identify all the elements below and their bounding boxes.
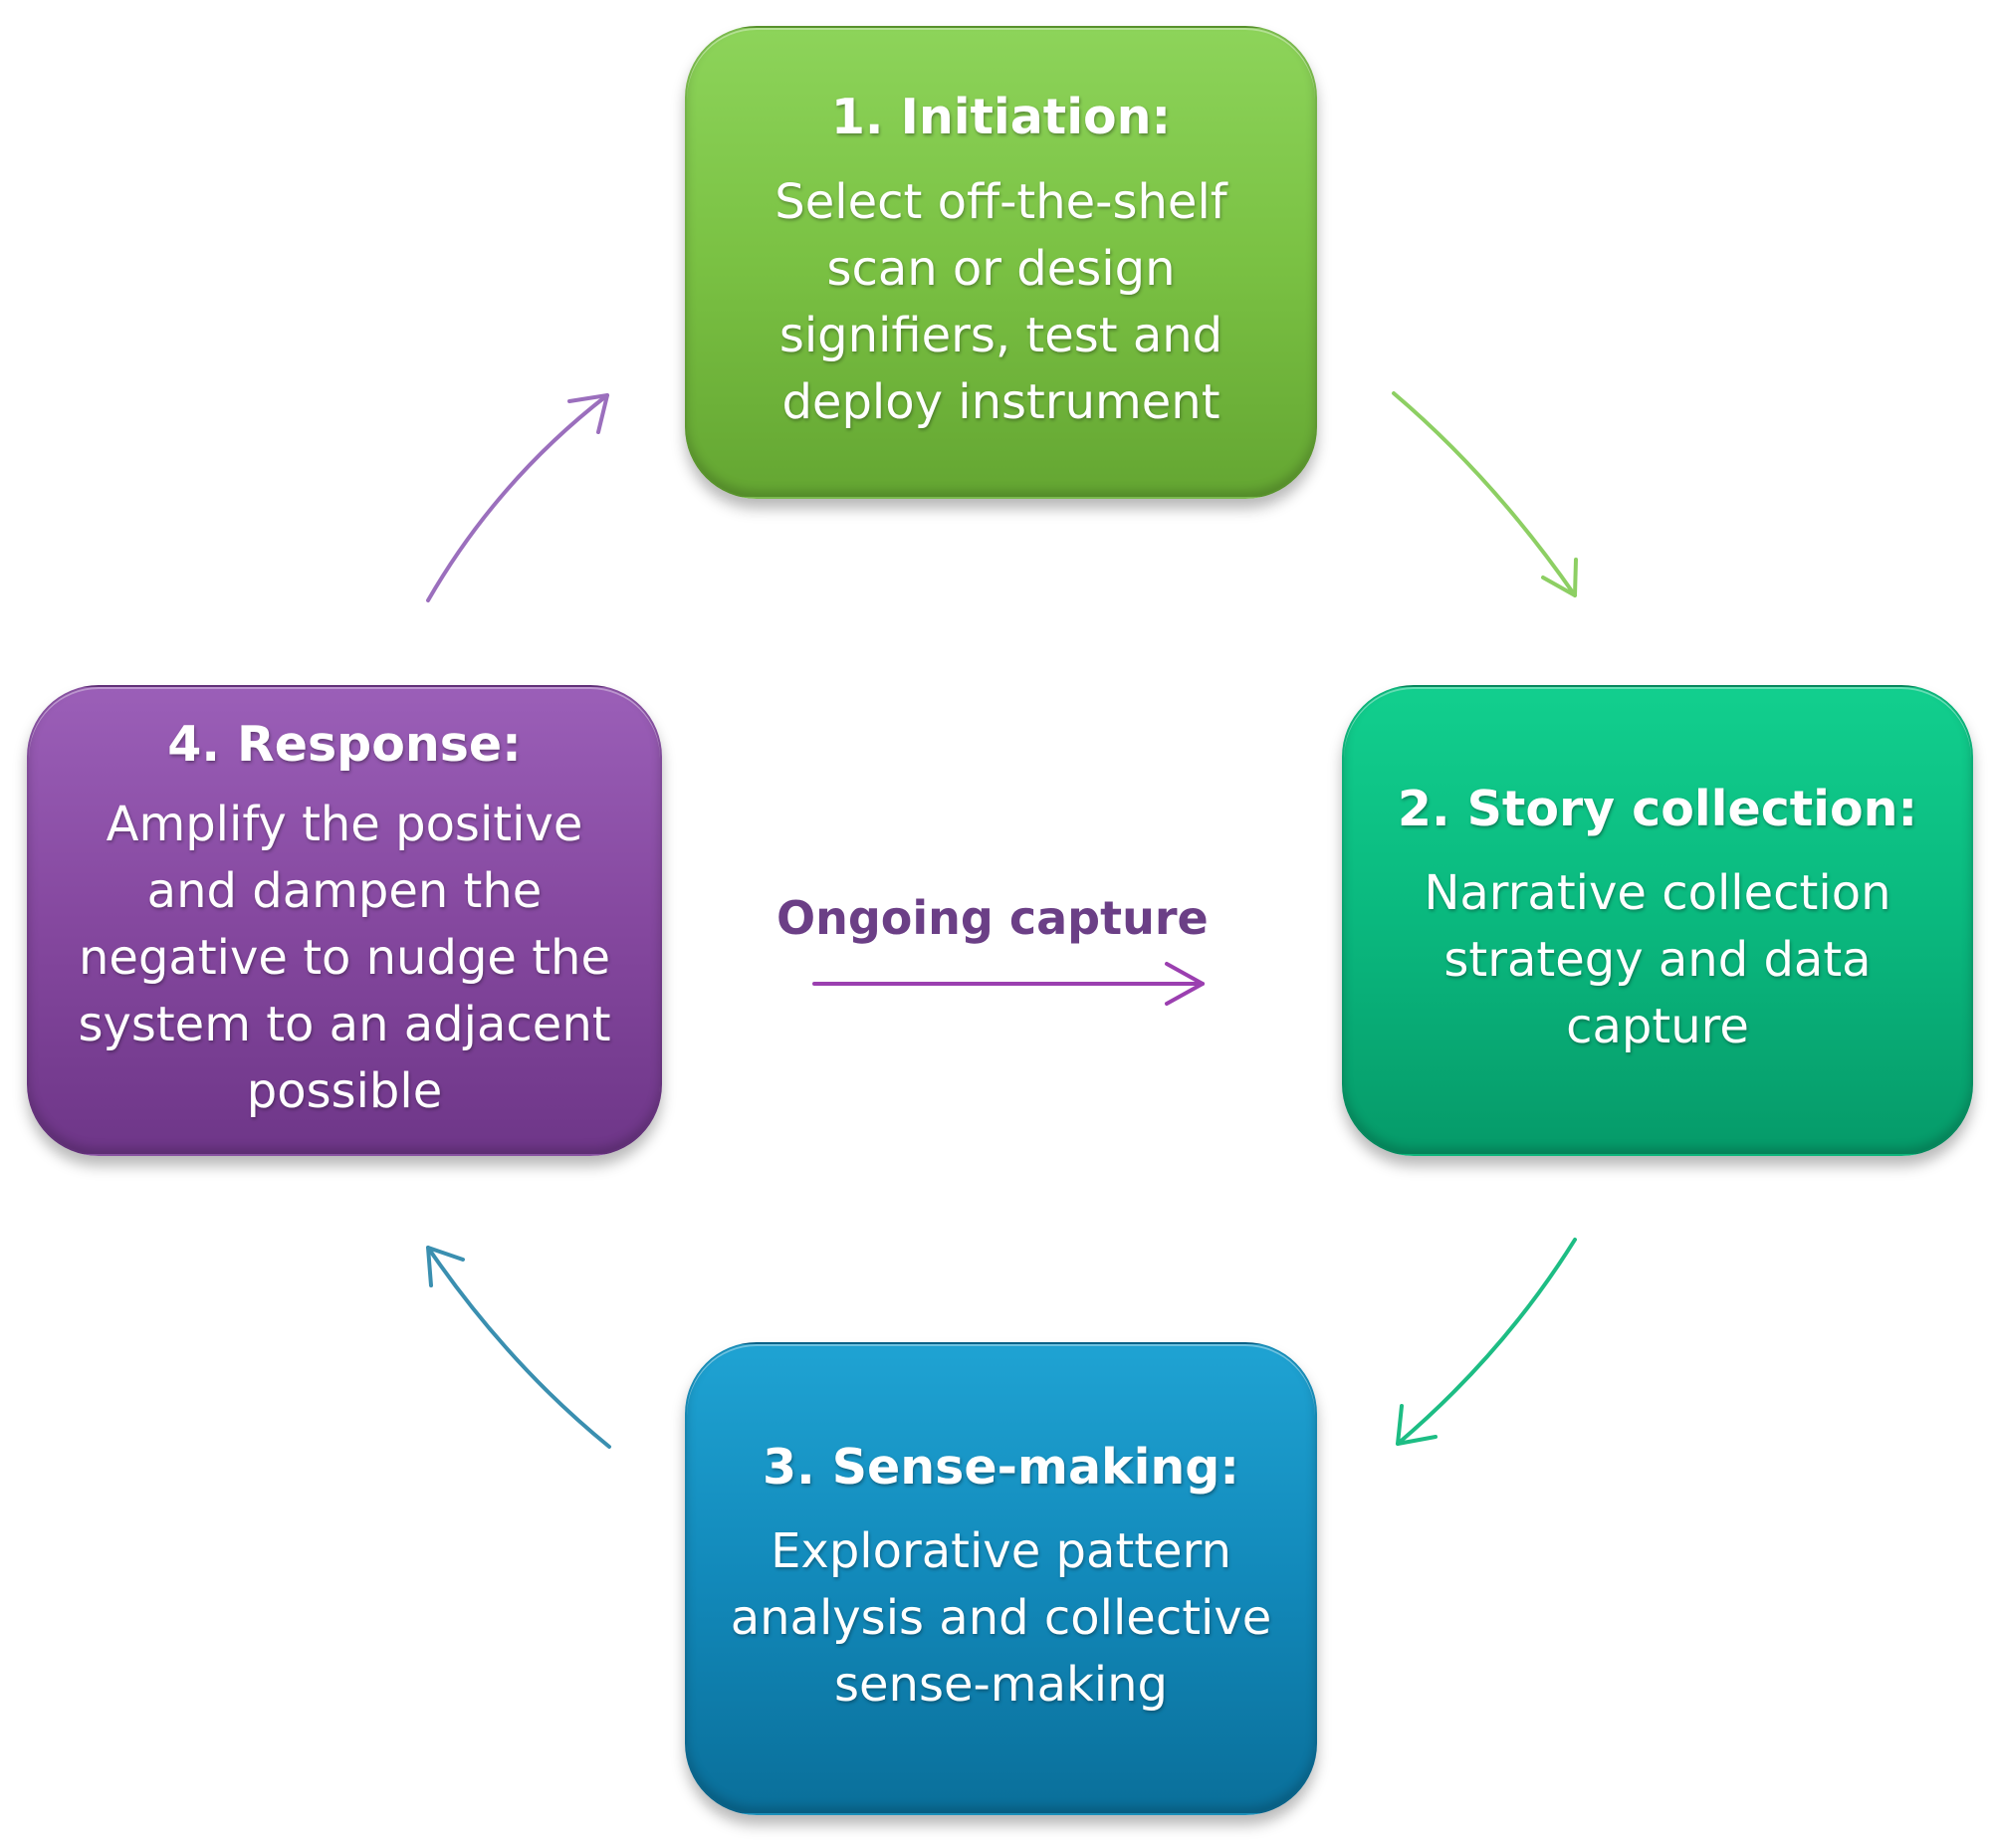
- step-response-title: 4. Response:: [167, 715, 522, 773]
- step-response-line: possible: [246, 1063, 443, 1120]
- step-story-collection-title: 2. Story collection:: [1397, 780, 1918, 837]
- ongoing-capture-label: Ongoing capture: [776, 891, 1209, 945]
- step-response-box: 4. Response: Amplify the positive and da…: [27, 685, 662, 1156]
- step-response-line: and dampen the: [146, 863, 543, 920]
- step-story-collection-body: Narrative collection strategy and data c…: [1424, 860, 1890, 1060]
- step-initiation-box: 1. Initiation: Select off-the-shelf scan…: [685, 26, 1317, 499]
- arrow-collection-to-sensemaking-head: [1396, 1404, 1438, 1446]
- step-initiation-line: scan or design: [826, 240, 1176, 297]
- arrow-initiation-to-collection-head: [1541, 558, 1578, 597]
- step-initiation-title: 1. Initiation:: [830, 89, 1172, 146]
- step-response-body: Amplify the positive and dampen the nega…: [78, 792, 610, 1125]
- step-response-line: system to an adjacent: [78, 997, 611, 1053]
- arrow-initiation-to-collection: [1392, 391, 1577, 597]
- arrow-sensemaking-to-response: [426, 1246, 611, 1449]
- ongoing-capture-arrow-head: [1165, 962, 1205, 1006]
- step-response-line: negative to nudge the: [79, 930, 610, 987]
- step-initiation-line: signifiers, test and: [778, 307, 1223, 363]
- step-sense-making-line: analysis and collective: [730, 1590, 1272, 1647]
- step-sense-making-body: Explorative pattern analysis and collect…: [731, 1518, 1272, 1719]
- step-story-collection-line: capture: [1566, 999, 1749, 1055]
- step-initiation-line: Select off-the-shelf: [775, 173, 1227, 230]
- step-initiation-body: Select off-the-shelf scan or design sign…: [775, 169, 1226, 436]
- step-sense-making-line: sense-making: [833, 1657, 1168, 1714]
- step-sense-making-line: Explorative pattern: [771, 1523, 1231, 1580]
- arrow-response-to-initiation: [426, 393, 609, 602]
- step-sense-making-box: 3. Sense-making: Explorative pattern ana…: [685, 1342, 1317, 1815]
- step-story-collection-box: 2. Story collection: Narrative collectio…: [1342, 685, 1973, 1156]
- arrow-collection-to-sensemaking: [1396, 1238, 1577, 1446]
- step-initiation-line: deploy instrument: [781, 373, 1220, 430]
- step-story-collection-line: Narrative collection: [1424, 865, 1891, 922]
- step-response-line: Amplify the positive: [106, 797, 583, 853]
- arrow-response-to-initiation-head: [567, 393, 609, 434]
- arrow-sensemaking-to-response-head: [426, 1246, 465, 1287]
- step-story-collection-line: strategy and data: [1443, 932, 1872, 989]
- step-sense-making-title: 3. Sense-making:: [763, 1438, 1239, 1496]
